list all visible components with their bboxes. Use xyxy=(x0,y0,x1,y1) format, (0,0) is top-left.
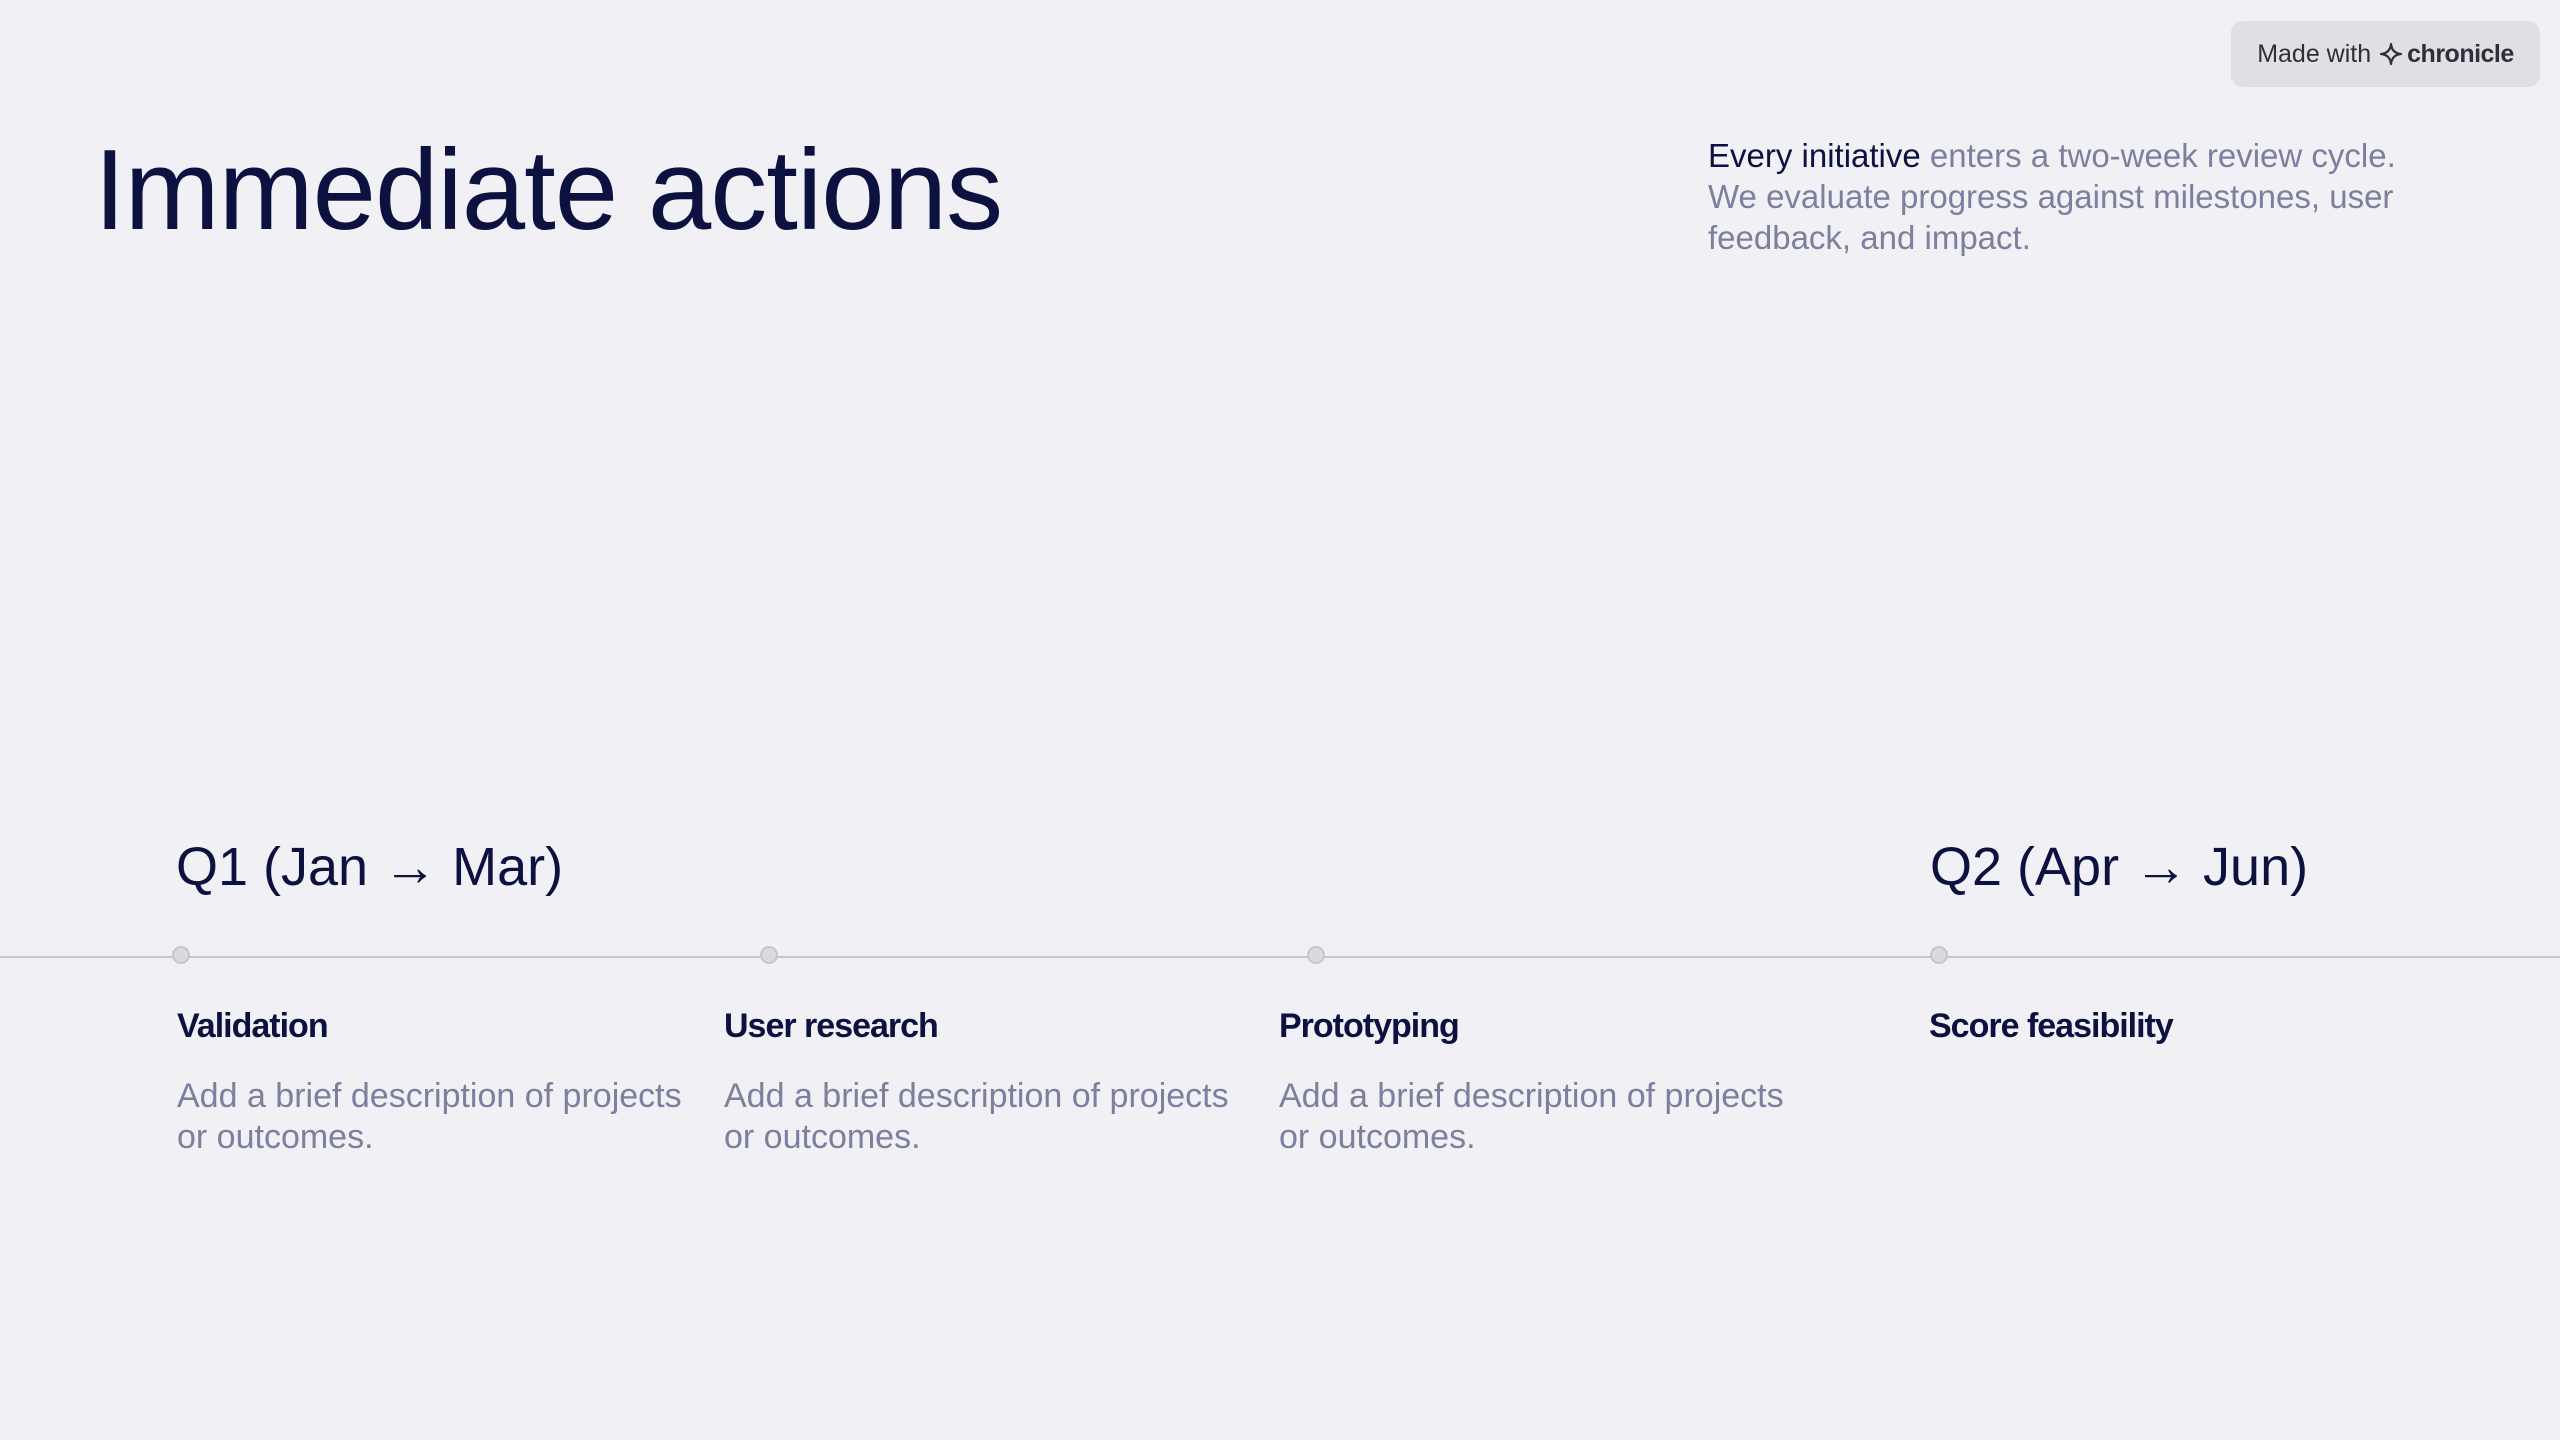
page-title: Immediate actions xyxy=(94,127,1003,254)
intro-text: Every initiative enters a two-week revie… xyxy=(1708,135,2428,258)
phase-title: Prototyping xyxy=(1279,1007,1460,1045)
timeline-line xyxy=(0,956,2560,958)
timeline-dot xyxy=(1930,946,1948,964)
quarter-label-q2: Q2 (Apr → Jun) xyxy=(1930,837,2309,897)
phase-score-feasibility: Score feasibility xyxy=(1929,1000,2449,1052)
timeline-dot xyxy=(1307,946,1325,964)
phase-description: Add a brief description of projects or o… xyxy=(177,1077,682,1156)
badge-prefix: Made with xyxy=(2257,39,2372,68)
sparkle-icon xyxy=(2380,42,2403,66)
timeline-dot xyxy=(172,946,190,964)
intro-rest: enters a two-week review cycle. We evalu… xyxy=(1708,137,2396,256)
brand-name: chronicle xyxy=(2407,39,2514,68)
made-with-badge[interactable]: Made with chronicle xyxy=(2231,21,2540,87)
phase-description: Add a brief description of projects or o… xyxy=(1279,1077,1784,1156)
phase-description: Add a brief description of projects or o… xyxy=(724,1077,1229,1156)
phase-title: User research xyxy=(724,1007,939,1045)
phase-user-research: User research Add a brief description of… xyxy=(724,1000,1244,1158)
phase-title: Score feasibility xyxy=(1929,1007,2174,1045)
brand-logo: chronicle xyxy=(2379,40,2514,69)
phase-title: Validation xyxy=(177,1007,329,1045)
timeline-dot xyxy=(760,946,778,964)
phase-validation: Validation Add a brief description of pr… xyxy=(177,1000,697,1158)
intro-strong: Every initiative xyxy=(1708,137,1921,174)
phase-prototyping: Prototyping Add a brief description of p… xyxy=(1279,1000,1799,1158)
quarter-label-q1: Q1 (Jan → Mar) xyxy=(176,837,564,897)
